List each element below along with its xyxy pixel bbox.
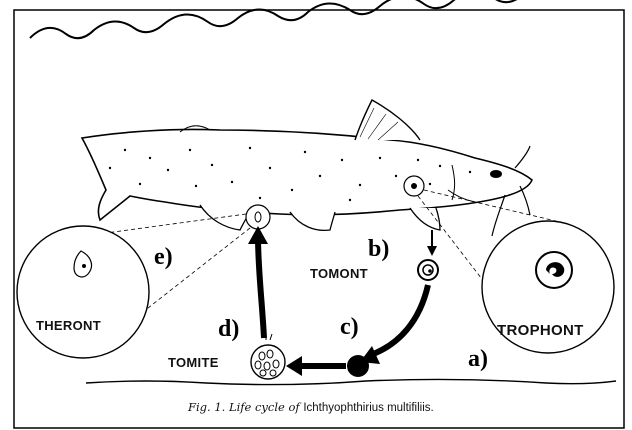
trophont-cell-icon bbox=[536, 252, 572, 288]
caption-species: Ichthyophthirius multifiliis. bbox=[303, 402, 433, 414]
trophont-label: TROPHONT bbox=[497, 322, 584, 339]
pond-bottom bbox=[86, 379, 616, 384]
letter-b: b) bbox=[368, 236, 389, 262]
arrow-tomont-to-cyst bbox=[368, 285, 428, 356]
theront-attaching bbox=[246, 205, 270, 229]
water-surface bbox=[30, 0, 620, 38]
tomont-label: TOMONT bbox=[310, 266, 368, 281]
letter-c: c) bbox=[340, 314, 359, 340]
tomont-cell-icon bbox=[418, 260, 438, 280]
arrow-tomite-to-theront bbox=[258, 236, 264, 338]
theront-label: THERONT bbox=[36, 318, 101, 333]
letter-e: e) bbox=[154, 244, 173, 270]
theront-magnified bbox=[17, 226, 149, 358]
tomite-label: TOMITE bbox=[168, 355, 219, 370]
letter-a: a) bbox=[468, 346, 488, 372]
catfish bbox=[82, 100, 532, 236]
figure-caption: Fig. 1. Life cycle of Ichthyophthirius m… bbox=[187, 400, 434, 414]
caption-prefix: Fig. 1. Life cycle of bbox=[187, 400, 301, 414]
fish-eye bbox=[490, 170, 502, 178]
cyst-icon bbox=[347, 355, 369, 377]
letter-d: d) bbox=[218, 316, 239, 342]
